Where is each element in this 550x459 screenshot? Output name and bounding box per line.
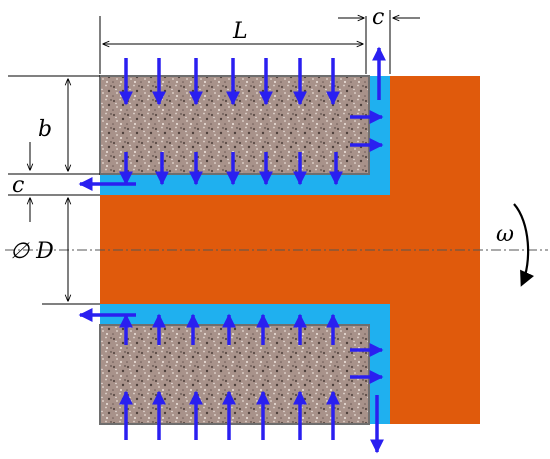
label-thickness: b <box>38 117 52 142</box>
flow-arrows <box>78 46 386 454</box>
label-clearance-left: c <box>12 173 24 198</box>
label-diameter: ∅ D <box>10 239 54 264</box>
curved-arrow-icon <box>513 203 535 287</box>
porous-bushing-bottom <box>99 324 370 425</box>
fluid-film <box>100 76 390 424</box>
label-length: L <box>232 19 248 44</box>
label-angular-velocity: ω <box>496 222 514 247</box>
label-clearance-top: c <box>372 5 384 30</box>
dimensions <box>8 10 420 305</box>
